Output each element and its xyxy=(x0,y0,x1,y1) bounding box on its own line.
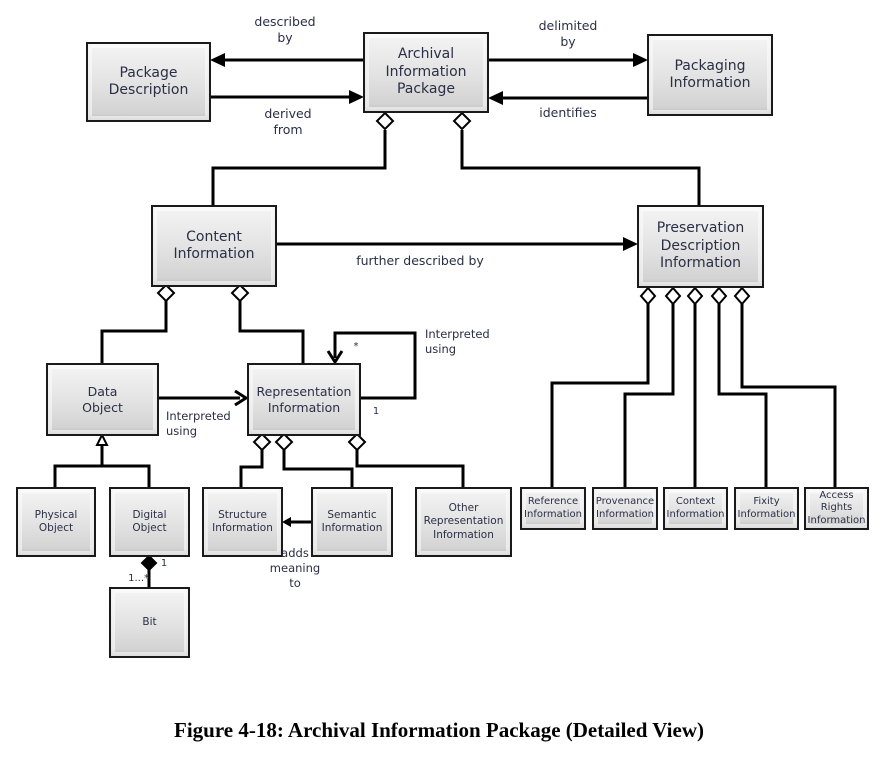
node-fixity-information: Fixity Information xyxy=(734,487,799,530)
arrowhead-icon xyxy=(210,53,225,67)
node-access-rights-information: Access Rights Information xyxy=(804,487,869,530)
aggregation-diamond-icon xyxy=(452,111,472,131)
label-delimited-by: delimited by xyxy=(538,18,598,50)
node-reference-information: Reference Information xyxy=(520,487,586,530)
open-arrowhead-icon xyxy=(234,389,249,407)
label-multiplicity-star: * xyxy=(353,341,359,352)
aggregation-diamond-icon xyxy=(710,286,728,306)
label-multiplicity-one-many: 1...* xyxy=(128,573,149,584)
edge-generalization xyxy=(53,464,151,488)
arrowhead-icon xyxy=(623,237,638,251)
arrowhead-icon xyxy=(488,91,503,105)
arrowhead-icon xyxy=(349,90,364,104)
node-archival-information-package: Archival Information Package xyxy=(363,32,489,113)
edge-content-dataobject xyxy=(100,301,168,364)
edge-pdi-access-rights xyxy=(740,304,837,488)
node-packaging-information: Packaging Information xyxy=(647,34,773,116)
node-context-information: Context Information xyxy=(663,487,728,530)
aggregation-diamond-icon xyxy=(156,283,176,303)
label-further-described-by: further described by xyxy=(356,253,484,268)
label-interpreted-using-data: Interpreted using xyxy=(166,409,231,438)
aggregation-diamond-icon xyxy=(733,286,751,306)
node-semantic-information: Semantic Information xyxy=(311,487,393,557)
edge-aip-pdi xyxy=(460,130,701,207)
edge-content-repinfo xyxy=(238,301,305,364)
aip-diagram: Package Description Archival Information… xyxy=(16,14,869,658)
node-package-description: Package Description xyxy=(86,42,211,122)
aggregation-diamond-icon xyxy=(230,283,250,303)
edge-pdi-provenance xyxy=(623,304,675,488)
label-interpreted-using-self: Interpreted using xyxy=(425,327,490,356)
edge-self-interpreted-using xyxy=(333,331,417,400)
aggregation-diamond-icon xyxy=(252,432,272,452)
node-bit: Bit xyxy=(109,587,190,658)
node-digital-object: Digital Object xyxy=(109,487,190,557)
aggregation-diamond-icon xyxy=(274,432,294,452)
aggregation-diamond-icon xyxy=(686,286,704,306)
label-identifies: identifies xyxy=(539,105,597,120)
aggregation-diamond-icon xyxy=(639,286,657,306)
label-described-by: described by xyxy=(254,14,316,46)
figure-caption: Figure 4-18: Archival Information Packag… xyxy=(174,718,704,742)
edge-pdi-reference xyxy=(550,304,650,488)
node-content-information: Content Information xyxy=(151,205,277,287)
arrowhead-icon xyxy=(633,53,648,67)
generalization-arrow-icon xyxy=(95,432,109,446)
label-derived-from: derived from xyxy=(264,106,312,138)
composition-diamond-icon xyxy=(140,554,158,572)
node-preservation-description-information: Preservation Description Information xyxy=(637,205,764,288)
node-physical-object: Physical Object xyxy=(16,487,96,557)
label-multiplicity-one-self: 1 xyxy=(372,406,380,417)
aggregation-diamond-icon xyxy=(664,286,682,306)
edge-pdi-fixity xyxy=(717,304,768,488)
edge-repinfo-structure xyxy=(239,450,264,488)
node-data-object: Data Object xyxy=(46,363,159,436)
node-other-representation-information: Other Representation Information xyxy=(415,487,512,557)
arrowhead-icon xyxy=(282,517,291,527)
node-representation-information: Representation Information xyxy=(247,363,361,436)
label-multiplicity-one-bit: 1 xyxy=(160,558,168,569)
connector-layer xyxy=(53,53,837,588)
edge-aip-content xyxy=(211,130,387,207)
node-structure-information: Structure Information xyxy=(202,487,283,557)
open-arrowhead-icon xyxy=(326,350,344,365)
edge-repinfo-other xyxy=(355,450,465,488)
aggregation-diamond-icon xyxy=(375,111,395,131)
node-provenance-information: Provenance Information xyxy=(592,487,658,530)
label-adds-meaning-to: adds meaning to xyxy=(269,546,321,590)
edge-repinfo-semantic xyxy=(282,450,354,488)
aggregation-diamond-icon xyxy=(347,432,367,452)
